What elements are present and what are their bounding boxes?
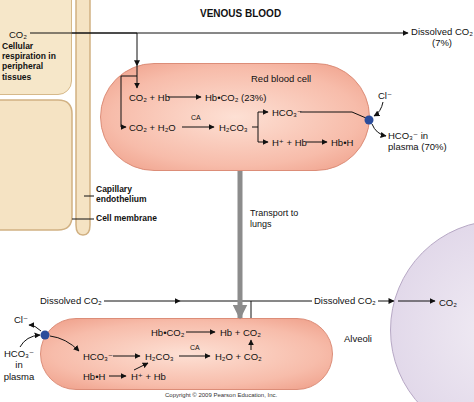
- tissue-cell-shape: [0, 100, 72, 230]
- product: Hb•H: [331, 137, 353, 148]
- reaction-arrow: [113, 356, 140, 357]
- enzyme-label: CA: [191, 114, 201, 122]
- intermediate: H₂CO₃: [145, 351, 174, 362]
- endothelium-band: [76, 0, 90, 235]
- reactant: Hb•H: [83, 371, 105, 382]
- plasma-bicarbonate: HCO₃⁻ in plasma: [2, 348, 36, 382]
- alveolus: CO₂Alveoli: [390, 220, 474, 402]
- structure-label: Cell membrane: [96, 213, 157, 223]
- edge-label: Transport to lungs: [250, 208, 306, 230]
- plasma-fraction: HCO₃⁻ in plasma (70%): [388, 130, 450, 153]
- co2-entry-arrow: [72, 33, 137, 66]
- product: HCO₃⁻: [272, 107, 302, 118]
- co2-formula: CO₂: [439, 297, 457, 308]
- ion-label: Cl⁻: [14, 314, 28, 325]
- product: H⁺ + Hb: [131, 371, 166, 382]
- bicarbonate-arrow: [372, 124, 386, 136]
- structure-label: Capillary endothelium: [96, 184, 158, 204]
- copyright-note: Copyright © 2009 Pearson Education, Inc.: [165, 392, 277, 399]
- section-heading: VENOUS BLOOD: [200, 8, 281, 20]
- cell-name: Red blood cell: [251, 73, 311, 84]
- reaction-arrow: [306, 142, 327, 143]
- reaction-arrow: [251, 340, 252, 350]
- product: H₂CO₃: [219, 122, 248, 133]
- reactant: HCO₃⁻: [83, 351, 113, 362]
- chloride-arrow: [374, 102, 383, 116]
- co2-formula: CO₂: [9, 29, 27, 40]
- reaction-arrow: [109, 376, 126, 377]
- plasma-co2-line: [180, 301, 251, 302]
- reaction-arrow: [258, 112, 268, 113]
- transport-arrow: [238, 171, 243, 318]
- reaction-arrow: [137, 66, 138, 88]
- leader-line: [84, 196, 94, 197]
- bicarbonate-line: [300, 112, 366, 118]
- ion-label: Cl⁻: [378, 90, 392, 101]
- reaction-arrow: [258, 142, 268, 143]
- reaction-arrow: [186, 332, 215, 333]
- chloride-arrow: [29, 325, 41, 331]
- plasma-co2-line: [30, 33, 408, 34]
- leader-line: [72, 219, 94, 220]
- reaction-arrow: [134, 363, 148, 370]
- enzyme-label: CA: [190, 344, 200, 352]
- edge-label: Dissolved CO₂: [312, 295, 378, 306]
- red-blood-cell: Red blood cellCO₂ + Hb Hb•CO₂ (23%) CO₂ + …: [100, 63, 370, 171]
- red-blood-cell: Hb•CO₂ Hb + CO₂ HCO₃⁻ H₂CO₃ CA H₂O + CO₂ Hb•H H…: [40, 318, 333, 390]
- dissolved-fraction: Dissolved CO₂ (7%): [411, 26, 473, 49]
- product: Hb + CO₂: [220, 327, 261, 338]
- reaction-arrow: [182, 127, 214, 128]
- reaction-arrow: [179, 356, 210, 357]
- structure-name: Alveoli: [344, 333, 372, 344]
- exchanger-dot: [41, 331, 50, 340]
- bicarbonate-arrow: [20, 335, 40, 347]
- reactant: H⁺ + Hb: [272, 137, 307, 148]
- plasma-co2-line: [104, 301, 180, 302]
- product: H₂O + CO₂: [215, 351, 262, 362]
- tissue-cell: CO₂Cellular respiration in peripheral ti…: [0, 0, 72, 95]
- reactant: CO₂ + Hb: [129, 92, 170, 103]
- reaction-arrow: [121, 76, 137, 127]
- exchanger-dot: [365, 116, 374, 125]
- bicarbonate-arrow: [50, 336, 79, 351]
- split-bracket: [252, 112, 258, 142]
- reactant: CO₂ + H₂O: [129, 122, 176, 133]
- reaction-arrow: [168, 97, 201, 98]
- reactant: Hb•CO₂: [151, 327, 184, 338]
- product: Hb•CO₂ (23%): [205, 92, 266, 103]
- cell-caption: Cellular respiration in peripheral tissu…: [2, 41, 66, 82]
- co2-diffusion-arrow: [398, 301, 435, 302]
- dissolved-co2: Dissolved CO₂: [40, 295, 102, 306]
